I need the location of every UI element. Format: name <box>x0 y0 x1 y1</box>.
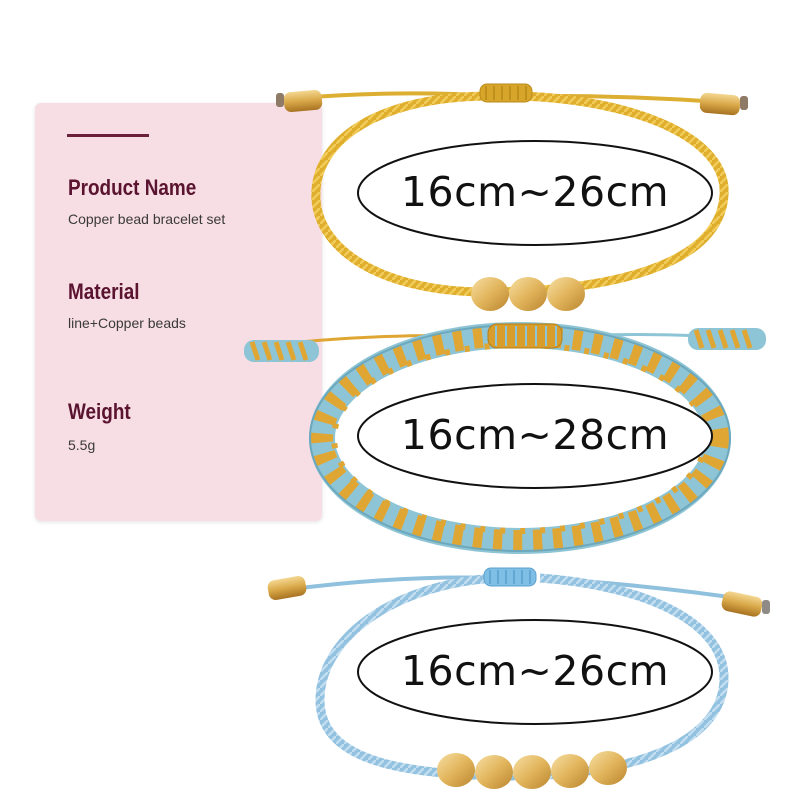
size-label-3: 16cm~26cm <box>400 647 670 695</box>
size-label-1: 16cm~26cm <box>400 168 670 216</box>
weight-value: 5.5g <box>68 437 96 453</box>
bracelet-weave <box>244 322 766 554</box>
size-oval-2 <box>357 383 713 489</box>
product-name-value: Copper bead bracelet set <box>68 211 226 227</box>
size-oval-3 <box>357 619 713 725</box>
weight-label: Weight <box>68 399 131 424</box>
product-info-panel: Product Name Copper bead bracelet set Ma… <box>35 103 322 521</box>
size-label-2: 16cm~28cm <box>400 411 670 459</box>
material-value: line+Copper beads <box>68 315 186 331</box>
decorative-rule <box>67 134 149 137</box>
bracelet-blue <box>267 567 770 789</box>
bracelet-yellow <box>276 83 748 311</box>
size-oval-1 <box>357 140 713 246</box>
product-name-label: Product Name <box>68 175 197 200</box>
material-label: Material <box>68 279 140 304</box>
